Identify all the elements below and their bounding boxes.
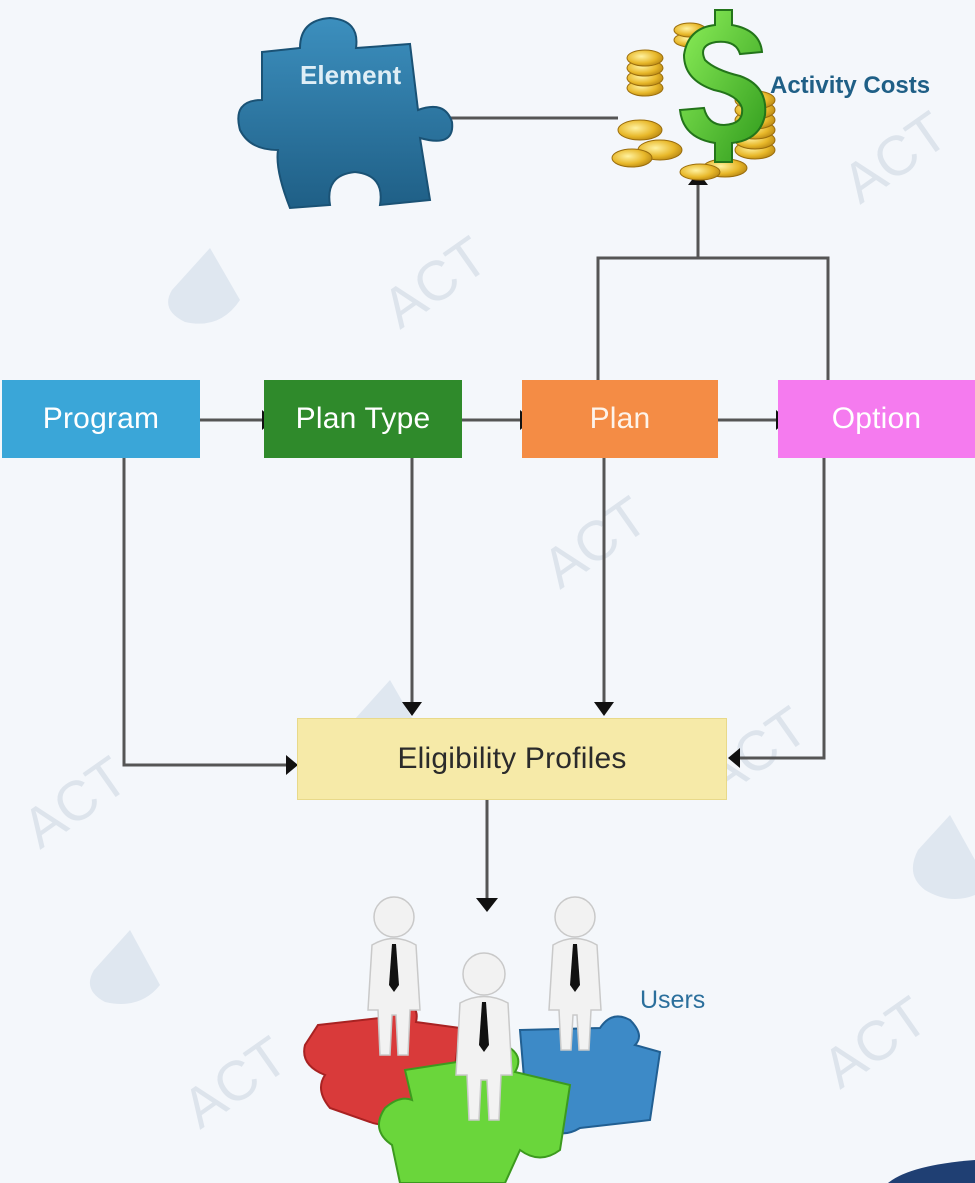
watermark: ACT	[11, 744, 139, 860]
users-on-puzzle-icon	[303, 896, 662, 1183]
watermark: ACT	[371, 224, 499, 340]
watermark: ACT	[171, 1024, 299, 1140]
users-label: Users	[640, 986, 706, 1014]
plan-type-node: Plan Type	[264, 380, 462, 458]
dollar-coins-icon	[611, 9, 776, 181]
connectors	[122, 116, 830, 900]
program-label: Program	[42, 402, 160, 435]
program-node: Program	[2, 380, 200, 458]
puzzle-piece-icon	[237, 16, 454, 210]
act-logo-icon	[89, 248, 975, 1004]
activity-costs-label: Activity Costs	[770, 72, 931, 99]
plan-node: Plan	[522, 380, 718, 458]
corner-accent	[888, 1160, 975, 1183]
watermark: ACT	[811, 984, 939, 1100]
connector-option-eligibility	[730, 458, 826, 760]
watermark: ACT	[831, 99, 959, 215]
plan-label: Plan	[589, 402, 651, 435]
connector-program-eligibility	[122, 458, 294, 767]
eligibility-profiles-label: Eligibility Profiles	[397, 742, 627, 775]
option-node: Option	[778, 380, 975, 458]
option-label: Option	[831, 402, 922, 435]
element-label: Element	[300, 60, 402, 90]
watermark: ACT	[531, 484, 659, 600]
plan-type-label: Plan Type	[295, 402, 431, 435]
eligibility-profiles-node: Eligibility Profiles	[297, 718, 727, 800]
connector-plan-option-top	[596, 256, 830, 380]
